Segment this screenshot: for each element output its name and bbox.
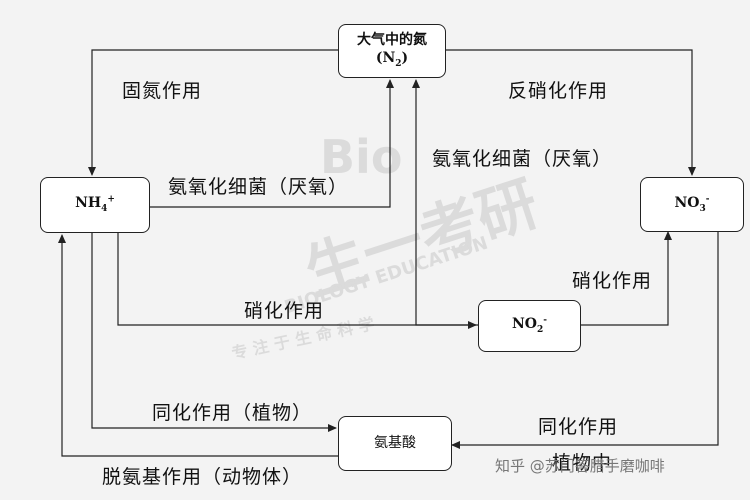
- label-nitrogen-fixation: 固氮作用: [122, 80, 203, 102]
- no3-base: NO: [674, 194, 700, 211]
- n2-subscript: 2: [395, 59, 402, 70]
- n2-close: ): [401, 50, 409, 67]
- node-no2-formula: NO2-: [512, 315, 547, 336]
- label-denitrification: 反硝化作用: [508, 80, 609, 102]
- no3-charge: -: [705, 194, 710, 205]
- edge-nitrogen-fixation: [88, 49, 338, 176]
- edge-nitrification-2: [581, 231, 672, 326]
- node-n2-line1: 大气中的氮: [357, 32, 427, 49]
- edge-anammox-no2: [412, 79, 478, 326]
- edge-assimilation: [451, 232, 719, 449]
- nh4-subscript: 4: [101, 204, 108, 215]
- node-atmospheric-nitrogen: 大气中的氮 (N2): [338, 24, 446, 78]
- label-anammox-1: 氨氧化细菌（厌氧）: [168, 176, 349, 198]
- node-nitrate: NO3-: [640, 177, 744, 232]
- no3-subscript: 3: [699, 203, 706, 214]
- node-nitrite: NO2-: [478, 300, 581, 352]
- label-nitrification-1: 硝化作用: [244, 300, 325, 322]
- edge-nitrification-1: [117, 233, 477, 329]
- nh4-base: NH: [75, 195, 102, 212]
- no2-charge: -: [543, 315, 547, 326]
- label-anammox-2: 氨氧化细菌（厌氧）: [432, 148, 613, 170]
- edge-denitrification: [446, 49, 696, 176]
- label-plant-body: 植物中: [552, 452, 613, 474]
- nh4-charge: +: [107, 194, 115, 205]
- n2-open: (N: [375, 50, 396, 67]
- edge-deamination: [58, 234, 338, 457]
- node-amino-label: 氨基酸: [374, 435, 416, 452]
- label-assimilation-plant: 同化作用（植物）: [152, 402, 313, 424]
- edge-anammox-nh4: [150, 79, 394, 208]
- label-deamination: 脱氨基作用（动物体）: [102, 466, 303, 488]
- source-credit: 知乎 @苏门答腊手磨咖啡: [495, 457, 665, 475]
- node-ammonium: NH4+: [40, 177, 150, 233]
- no2-subscript: 2: [536, 325, 544, 336]
- no2-base: NO: [511, 316, 537, 333]
- node-nh4-formula: NH4+: [75, 194, 115, 215]
- edge-assimilation-plant: [91, 233, 337, 432]
- label-nitrification-2: 硝化作用: [572, 270, 653, 292]
- node-n2-formula: (N2): [376, 49, 408, 70]
- label-assimilation: 同化作用: [538, 416, 619, 438]
- node-amino-acid: 氨基酸: [338, 416, 452, 471]
- node-no3-formula: NO3-: [674, 194, 709, 215]
